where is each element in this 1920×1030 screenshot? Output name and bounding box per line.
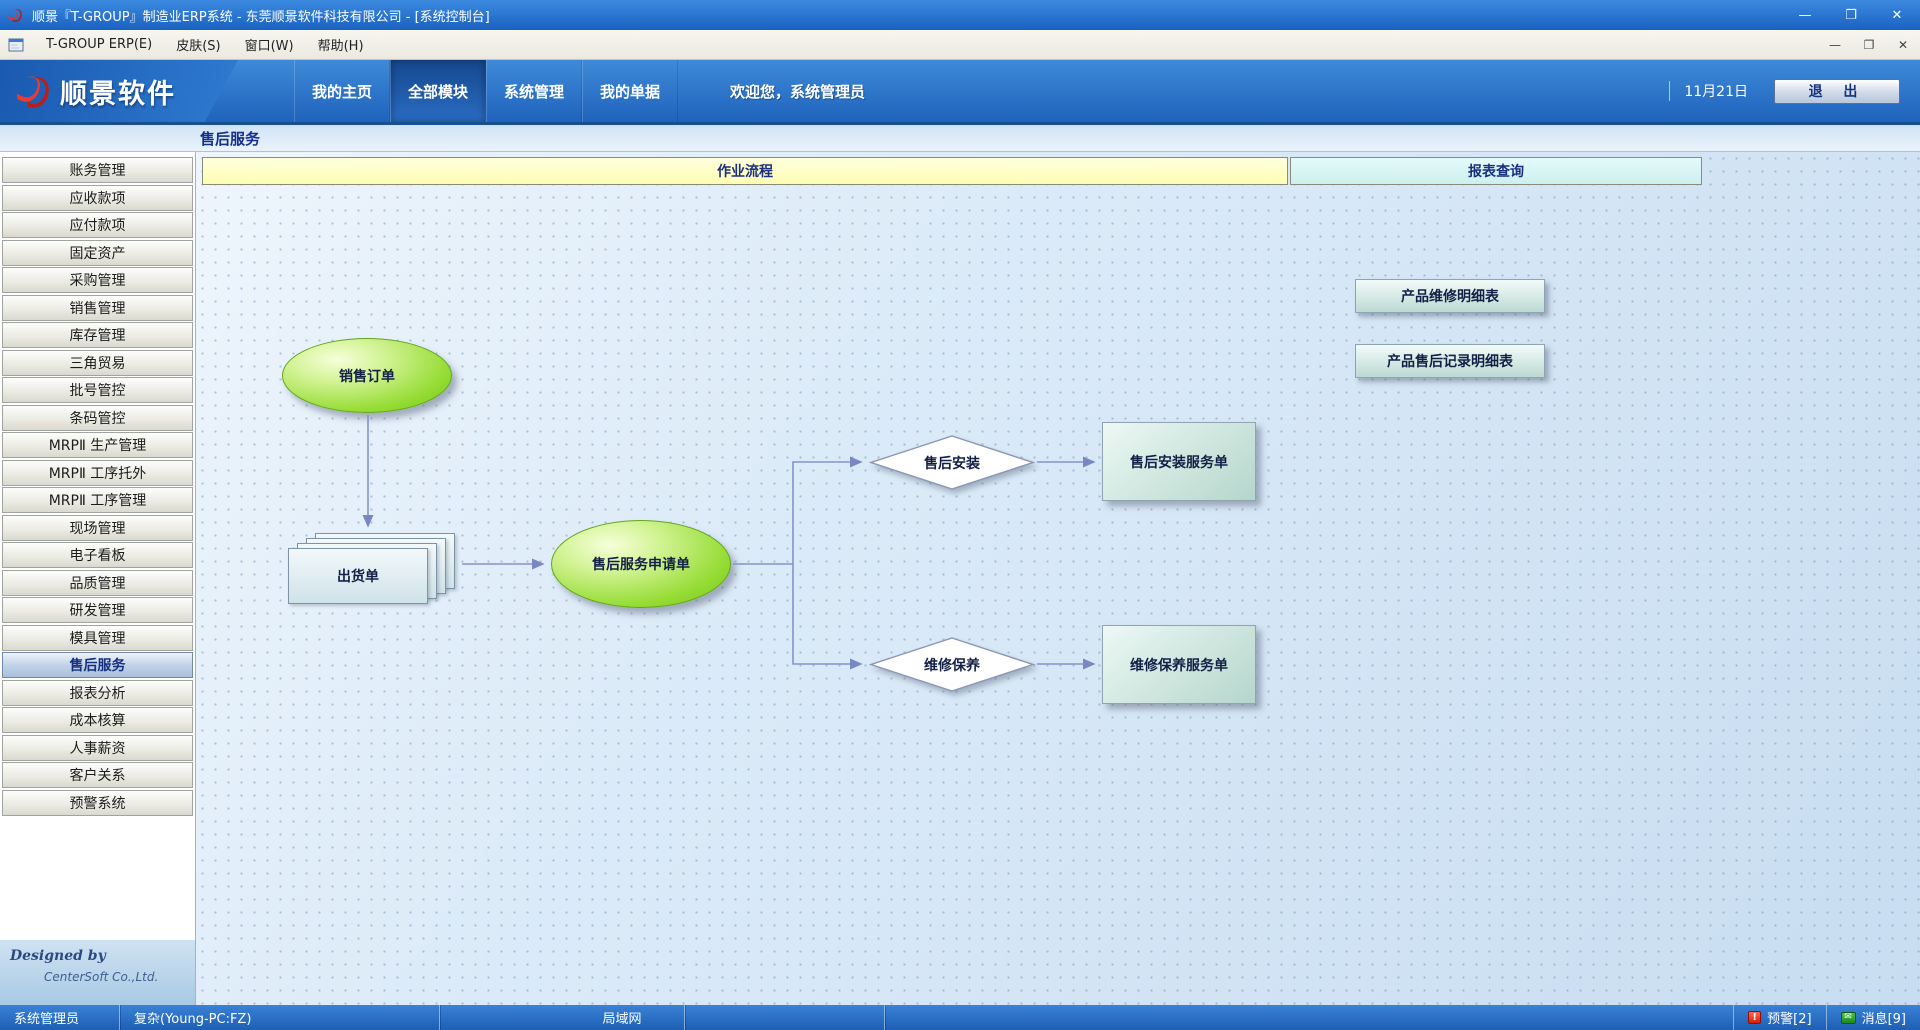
sidebar-item-purchasing[interactable]: 采购管理 bbox=[2, 267, 193, 293]
sidebar-item-mrp2-outsourcing[interactable]: MRPⅡ 工序托外 bbox=[2, 459, 193, 486]
sidebar-item-after-sales[interactable]: 售后服务 bbox=[2, 652, 193, 678]
sidebar-item-quality[interactable]: 品质管理 bbox=[2, 569, 193, 596]
sidebar-item-fixed-assets[interactable]: 固定资产 bbox=[2, 239, 193, 266]
nav-tab-my-documents[interactable]: 我的单据 bbox=[582, 60, 678, 122]
status-machine: 复杂(Young-PC:FZ) bbox=[120, 1005, 440, 1030]
title-bar: 顺景『T-GROUP』制造业ERP系统 - 东莞顺景软件科技有限公司 - [系统… bbox=[0, 0, 1920, 30]
sidebar-item-receivables[interactable]: 应收款项 bbox=[2, 184, 193, 211]
window-controls: — ❐ ✕ bbox=[1782, 0, 1920, 30]
status-network: 局域网 bbox=[560, 1005, 685, 1030]
sidebar-item-triangle-trade[interactable]: 三角贸易 bbox=[2, 349, 193, 376]
sidebar-item-report-analysis[interactable]: 报表分析 bbox=[2, 679, 193, 706]
flow-node-sales-order[interactable]: 销售订单 bbox=[282, 338, 452, 413]
sidebar-item-sales[interactable]: 销售管理 bbox=[2, 294, 193, 321]
sidebar-item-mold[interactable]: 模具管理 bbox=[2, 624, 193, 651]
minimize-icon[interactable]: — bbox=[1798, 7, 1812, 23]
nav-tab-system-admin[interactable]: 系统管理 bbox=[486, 60, 582, 122]
sidebar-item-mrp2-process[interactable]: MRPⅡ 工序管理 bbox=[2, 487, 193, 513]
nav-tab-home[interactable]: 我的主页 bbox=[294, 60, 390, 122]
diamond-shape bbox=[869, 637, 1035, 692]
sidebar-item-costing[interactable]: 成本核算 bbox=[2, 707, 193, 733]
status-bar: 系统管理员 复杂(Young-PC:FZ) 局域网 预警[2] 消息[9] bbox=[0, 1005, 1920, 1030]
tab-work-flow[interactable]: 作业流程 bbox=[202, 157, 1288, 185]
report-button-label: 产品售后记录明细表 bbox=[1387, 354, 1513, 370]
node-label: 售后服务申请单 bbox=[592, 557, 690, 573]
module-list: 账务管理 应收款项 应付款项 固定资产 采购管理 销售管理 库存管理 三角贸易 … bbox=[0, 152, 195, 816]
sidebar-item-hr-payroll[interactable]: 人事薪资 bbox=[2, 734, 193, 761]
sidebar-item-shopfloor[interactable]: 现场管理 bbox=[2, 514, 193, 541]
messages-label: 消息[9] bbox=[1861, 1012, 1906, 1027]
status-right: 预警[2] 消息[9] bbox=[1733, 1005, 1920, 1030]
module-sidebar: 账务管理 应收款项 应付款项 固定资产 采购管理 销售管理 库存管理 三角贸易 … bbox=[0, 152, 196, 1005]
alert-icon bbox=[1748, 1011, 1762, 1024]
breadcrumb: 售后服务 bbox=[0, 125, 1920, 152]
flow-node-shipment-doc[interactable]: 出货单 bbox=[288, 533, 458, 605]
date-label: 11月21日 bbox=[1669, 81, 1748, 101]
main-nav: 我的主页 全部模块 系统管理 我的单据 bbox=[294, 60, 678, 122]
sidebar-item-e-kanban[interactable]: 电子看板 bbox=[2, 542, 193, 568]
status-user: 系统管理员 bbox=[0, 1005, 120, 1030]
status-gap bbox=[440, 1005, 560, 1030]
menu-item-help[interactable]: 帮助(H) bbox=[317, 39, 364, 54]
menu-item-skin[interactable]: 皮肤(S) bbox=[176, 39, 221, 54]
flow-decision-maintenance[interactable]: 维修保养 bbox=[869, 637, 1035, 692]
node-label: 维修保养 bbox=[924, 657, 980, 674]
vendor-name: CenterSoft Co.,Ltd. bbox=[44, 970, 159, 984]
sidebar-item-lot-control[interactable]: 批号管控 bbox=[2, 377, 193, 403]
node-label: 售后安装 bbox=[924, 455, 980, 472]
welcome-text: 欢迎您，系统管理员 bbox=[730, 82, 866, 101]
node-label: 出货单 bbox=[337, 569, 379, 585]
mdi-restore-icon[interactable]: ❐ bbox=[1863, 37, 1875, 52]
flow-decision-install[interactable]: 售后安装 bbox=[869, 435, 1035, 490]
flow-canvas bbox=[196, 152, 1920, 1005]
maximize-icon[interactable]: ❐ bbox=[1845, 7, 1857, 23]
app-logo-icon bbox=[8, 8, 22, 23]
header-band: 顺景软件 我的主页 全部模块 系统管理 我的单据 欢迎您，系统管理员 11月21… bbox=[0, 60, 1920, 125]
sidebar-item-mrp2-production[interactable]: MRPⅡ 生产管理 bbox=[2, 432, 193, 458]
menu-item-window[interactable]: 窗口(W) bbox=[244, 39, 294, 54]
status-gap bbox=[685, 1005, 885, 1030]
messages-button[interactable]: 消息[9] bbox=[1825, 1005, 1920, 1030]
header-right: 11月21日 退 出 bbox=[1669, 60, 1900, 122]
doc-page-front: 出货单 bbox=[288, 548, 428, 604]
flow-node-install-order[interactable]: 售后安装服务单 bbox=[1102, 422, 1256, 501]
page-title: 售后服务 bbox=[200, 129, 261, 148]
exit-button[interactable]: 退 出 bbox=[1774, 78, 1900, 104]
sidebar-item-crm[interactable]: 客户关系 bbox=[2, 762, 193, 788]
designed-by-text: Designed by bbox=[10, 948, 106, 964]
brand-swoosh-icon bbox=[17, 76, 49, 108]
sidebar-item-payables[interactable]: 应付款项 bbox=[2, 212, 193, 238]
nav-tab-all-modules[interactable]: 全部模块 bbox=[390, 60, 486, 122]
sidebar-footer: Designed by CenterSoft Co.,Ltd. bbox=[0, 940, 195, 1005]
report-button-service-record-detail[interactable]: 产品售后记录明细表 bbox=[1355, 344, 1545, 378]
mdi-close-icon[interactable]: ✕ bbox=[1897, 37, 1909, 52]
logo-zone bbox=[0, 60, 238, 122]
node-label: 售后安装服务单 bbox=[1130, 454, 1228, 471]
alerts-button[interactable]: 预警[2] bbox=[1733, 1005, 1825, 1030]
flow-node-service-request[interactable]: 售后服务申请单 bbox=[551, 520, 731, 608]
mdi-minimize-icon[interactable]: — bbox=[1829, 37, 1841, 52]
brand-name: 顺景软件 bbox=[60, 78, 176, 110]
report-button-repair-detail[interactable]: 产品维修明细表 bbox=[1355, 279, 1545, 313]
main-content: 作业流程 报表查询 销售订单 出货单 bbox=[196, 152, 1920, 1005]
alerts-label: 预警[2] bbox=[1767, 1012, 1812, 1027]
node-label: 销售订单 bbox=[339, 368, 395, 385]
close-icon[interactable]: ✕ bbox=[1891, 7, 1903, 23]
sidebar-item-rnd[interactable]: 研发管理 bbox=[2, 597, 193, 623]
sidebar-item-alert-system[interactable]: 预警系统 bbox=[2, 789, 193, 816]
flow-node-maintenance-order[interactable]: 维修保养服务单 bbox=[1102, 625, 1256, 704]
brand: 顺景软件 bbox=[12, 70, 238, 112]
tab-report-query[interactable]: 报表查询 bbox=[1290, 157, 1702, 185]
window-title: 顺景『T-GROUP』制造业ERP系统 - 东莞顺景软件科技有限公司 - [系统… bbox=[32, 9, 490, 25]
menu-app-icon bbox=[8, 38, 24, 51]
sidebar-item-accounting[interactable]: 账务管理 bbox=[2, 157, 193, 183]
sidebar-item-inventory[interactable]: 库存管理 bbox=[2, 322, 193, 348]
message-icon bbox=[1840, 1011, 1856, 1024]
menu-bar: T-GROUP ERP(E) 皮肤(S) 窗口(W) 帮助(H) — ❐ ✕ bbox=[0, 30, 1920, 60]
sidebar-item-barcode-control[interactable]: 条码管控 bbox=[2, 404, 193, 431]
node-label: 维修保养服务单 bbox=[1130, 657, 1228, 674]
menu-item-tgroup-erp[interactable]: T-GROUP ERP(E) bbox=[46, 37, 153, 52]
report-button-label: 产品维修明细表 bbox=[1401, 289, 1499, 305]
diamond-shape bbox=[869, 435, 1035, 490]
